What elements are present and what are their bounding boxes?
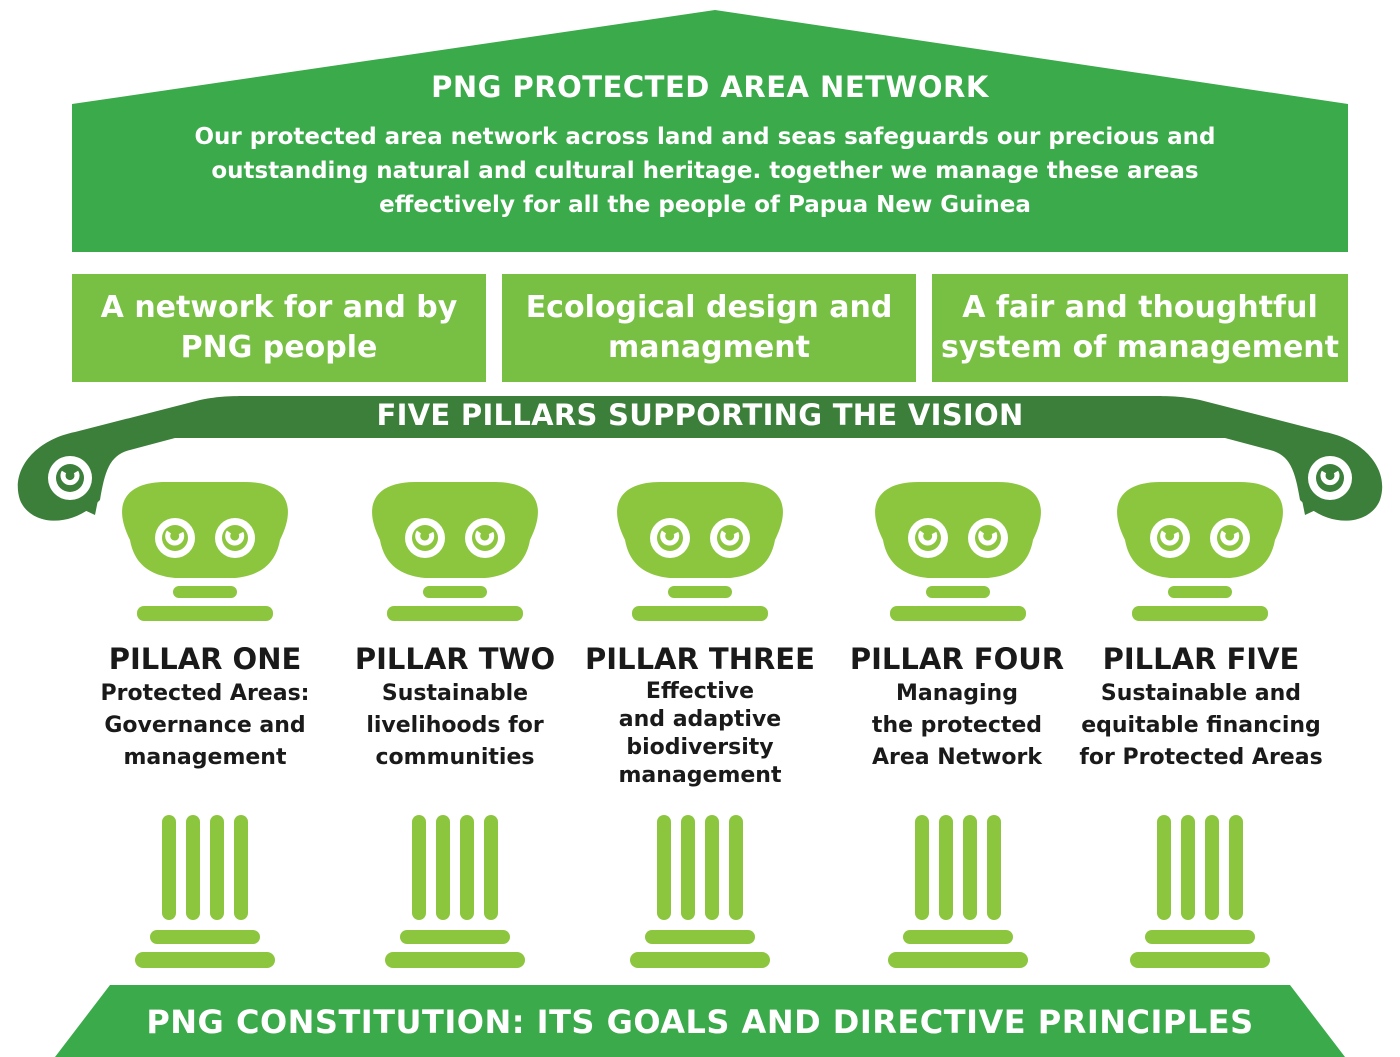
pillar-5-graphic (1117, 482, 1283, 968)
pillar-title: PILLAR TWO (354, 642, 556, 676)
ionic-capital-icon (875, 482, 1041, 621)
roof-title: PNG PROTECTED AREA NETWORK (431, 70, 989, 104)
pillar-two-caption: PILLAR TWO Sustainable livelihoods for c… (330, 640, 580, 774)
pillar-four-caption: PILLAR FOUR Managing the protected Area … (832, 640, 1082, 774)
base-title: PNG CONSTITUTION: ITS GOALS AND DIRECTIV… (146, 1003, 1254, 1041)
pillar-one-caption: PILLAR ONE Protected Areas: Governance a… (80, 640, 330, 774)
pillar-3-graphic (617, 482, 783, 968)
base-shape (55, 985, 1345, 1057)
pillar-title: PILLAR FIVE (1102, 642, 1300, 676)
roof-description: Our protected area network across land a… (194, 124, 1216, 218)
ionic-capital-icon (122, 482, 288, 621)
ionic-capital-icon (1117, 482, 1283, 621)
banner-scroll (17, 396, 1383, 521)
column-shaft-icon (630, 815, 770, 968)
pillar-subtitle: Managing the protected Area Network (871, 681, 1043, 770)
theme-box-people: A network for and by PNG people (72, 274, 486, 382)
column-shaft-icon (888, 815, 1028, 968)
pillar-subtitle: Sustainable and equitable financing for … (1079, 681, 1323, 770)
theme-box-management: A fair and thoughtful system of manageme… (932, 274, 1348, 382)
column-shaft-icon (135, 815, 275, 968)
pillar-subtitle: Sustainable livelihoods for communities (366, 681, 544, 770)
column-shaft-icon (385, 815, 525, 968)
pillar-five-caption: PILLAR FIVE Sustainable and equitable fi… (1076, 640, 1326, 774)
pillar-three-caption: PILLAR THREE Effective and adaptive biod… (575, 640, 825, 790)
roof-shape (72, 10, 1348, 252)
column-shaft-icon (1130, 815, 1270, 968)
ionic-capital-icon (372, 482, 538, 621)
pillar-title: PILLAR FOUR (849, 642, 1065, 676)
pillar-subtitle: Protected Areas: Governance and manageme… (100, 681, 310, 770)
pillar-4-graphic (875, 482, 1041, 968)
pillar-subtitle: Effective and adaptive biodiversity mana… (618, 679, 782, 788)
pillar-title: PILLAR ONE (108, 642, 302, 676)
theme-box-ecology: Ecological design and managment (502, 274, 916, 382)
ionic-capital-icon (617, 482, 783, 621)
pillar-2-graphic (372, 482, 538, 968)
pillar-title: PILLAR THREE (585, 642, 815, 676)
banner-title: FIVE PILLARS SUPPORTING THE VISION (376, 398, 1024, 432)
pillar-1-graphic (122, 482, 288, 968)
